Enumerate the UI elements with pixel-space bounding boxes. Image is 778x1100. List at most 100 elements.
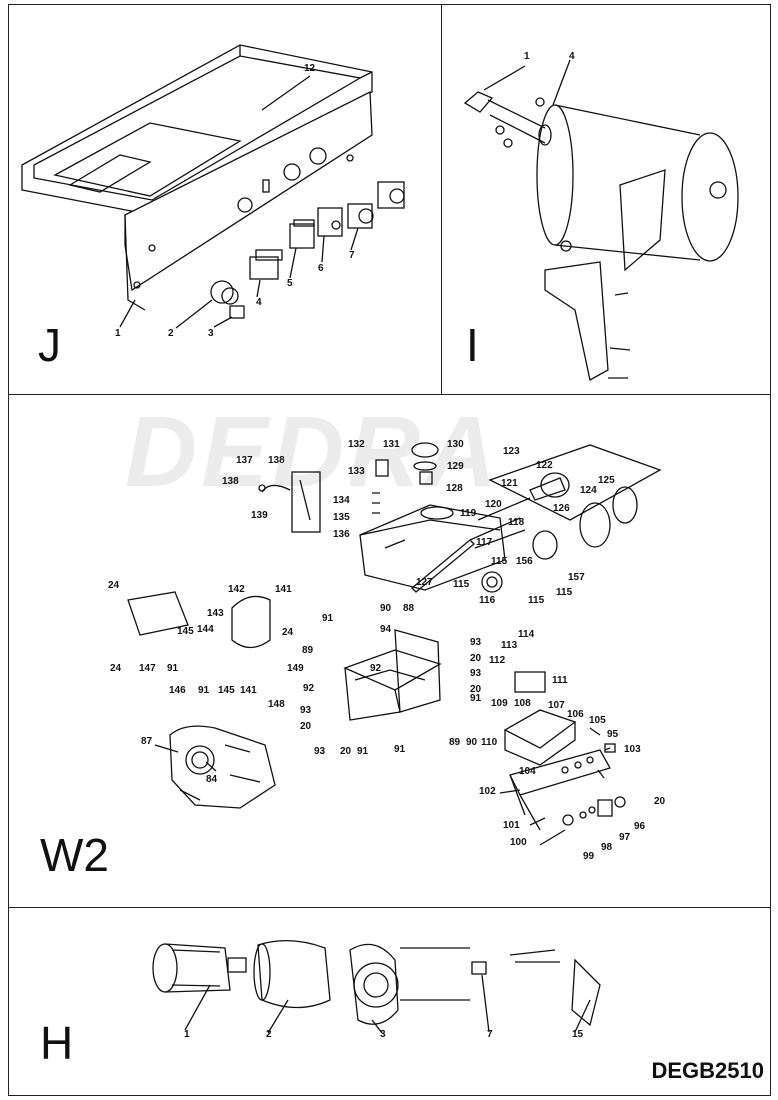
meter-part-5 <box>289 219 315 249</box>
part-label: 90 <box>380 603 392 614</box>
part-label: 134 <box>333 495 350 506</box>
part-label: 125 <box>598 475 615 486</box>
part-label: 24 <box>282 627 294 638</box>
part-label: 93 <box>300 705 312 716</box>
part-label: 4 <box>569 51 575 62</box>
outlet-part-7b <box>377 181 405 209</box>
fuel-tank <box>359 504 506 591</box>
part-label: 1 <box>184 1029 190 1040</box>
part-label: 97 <box>619 832 631 843</box>
part-label: 6 <box>318 263 324 274</box>
part-label: 2 <box>266 1029 272 1040</box>
frame-tubing <box>343 629 442 721</box>
recoil-parts <box>469 472 638 593</box>
part-label: 145 <box>177 626 194 637</box>
through-bolts <box>400 947 470 1001</box>
fuel-cap <box>411 442 439 485</box>
part-label: 120 <box>485 499 502 510</box>
part-label: 121 <box>501 478 518 489</box>
part-label: 128 <box>446 483 463 494</box>
outlet-part-7a <box>347 203 374 229</box>
watermark: DEDRA <box>125 396 501 508</box>
part-label: 136 <box>333 529 350 540</box>
avr-parts <box>562 743 626 826</box>
part-label: 115 <box>491 556 508 567</box>
part-label: 1 <box>115 328 121 339</box>
part-label: 144 <box>197 624 214 635</box>
part-label: 20 <box>470 684 482 695</box>
part-label: 133 <box>348 466 365 477</box>
part-label: 100 <box>510 837 527 848</box>
panel-h <box>8 907 771 1096</box>
strainer-bar <box>411 539 475 593</box>
part-label: 7 <box>487 1029 493 1040</box>
control-box-w2 <box>503 709 577 766</box>
part-label: 91 <box>357 746 369 757</box>
part-label: 89 <box>449 737 461 748</box>
muffler-assembly <box>463 91 739 381</box>
part-label: 122 <box>536 460 553 471</box>
part-label: 90 <box>466 737 478 748</box>
part-label: 93 <box>470 668 482 679</box>
part-label: 20 <box>300 721 312 732</box>
stator <box>253 940 331 1009</box>
part-label: 126 <box>553 503 570 514</box>
part-label: 103 <box>624 744 641 755</box>
part-label: 129 <box>447 461 464 472</box>
part-label: 93 <box>314 746 326 757</box>
part-label: 92 <box>303 683 315 694</box>
part-label: 5 <box>287 278 293 289</box>
section-letter-h: H <box>40 1017 74 1069</box>
socket-part-2 <box>210 280 239 305</box>
part-label: 4 <box>256 297 262 308</box>
part-label: 94 <box>380 624 392 635</box>
part-label: 89 <box>302 645 314 656</box>
part-label: 102 <box>479 786 496 797</box>
part-label: 139 <box>251 510 268 521</box>
part-label: 147 <box>139 663 156 674</box>
control-panel-plate <box>124 90 373 311</box>
part-label: 1 <box>524 51 530 62</box>
part-label: 112 <box>489 655 506 666</box>
part-label: 127 <box>416 577 433 588</box>
part-label: 157 <box>568 572 585 583</box>
part-label: 142 <box>228 584 245 595</box>
part-label: 2 <box>168 328 174 339</box>
part-label: 96 <box>634 821 646 832</box>
part-label: 118 <box>508 517 525 528</box>
part-label: 110 <box>481 737 498 748</box>
part-label: 107 <box>548 700 565 711</box>
recoil-starter-box <box>488 444 662 521</box>
part-label: 7 <box>349 250 355 261</box>
part-label: 109 <box>491 698 508 709</box>
part-label: 117 <box>476 537 493 548</box>
part-label: 91 <box>322 613 334 624</box>
part-label: 108 <box>514 698 531 709</box>
part-label: 101 <box>503 820 520 831</box>
part-label: 145 <box>218 685 235 696</box>
control-panel-w2 <box>509 749 611 831</box>
part-label: 87 <box>141 736 153 747</box>
part-label: 91 <box>198 685 210 696</box>
part-label: 88 <box>403 603 415 614</box>
part-label: 132 <box>348 439 365 450</box>
part-label: 149 <box>287 663 304 674</box>
part-label: 93 <box>470 637 482 648</box>
part-label: 91 <box>470 693 482 704</box>
part-label: 131 <box>383 439 400 450</box>
part-label: 123 <box>503 446 520 457</box>
breaker-part-4 <box>249 249 283 280</box>
air-filter-box <box>231 595 271 649</box>
part-label: 20 <box>654 796 666 807</box>
diode-parts <box>509 949 560 963</box>
part-label: 99 <box>583 851 595 862</box>
part-label: 104 <box>519 766 536 777</box>
end-cover <box>349 943 399 1025</box>
part-label: 113 <box>501 640 518 651</box>
section-letter-j: J <box>38 319 61 371</box>
fuel-line <box>258 484 291 493</box>
part-label: 138 <box>222 476 239 487</box>
part-label: 119 <box>460 508 477 519</box>
part-label: 138 <box>268 455 285 466</box>
